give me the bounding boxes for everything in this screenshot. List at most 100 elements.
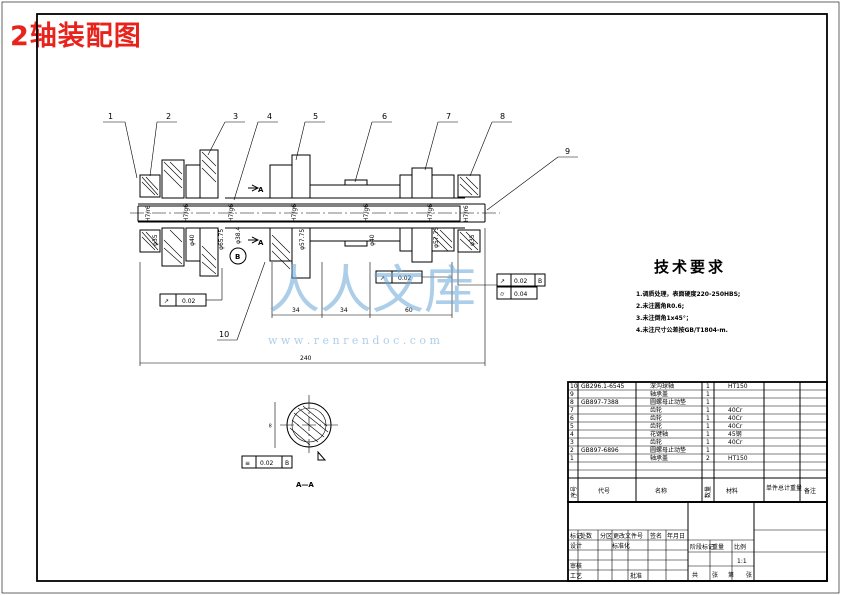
watermark-logo: 人人文库	[268, 261, 476, 321]
gear-5-top	[291, 154, 311, 199]
bom-cell-no: 8	[570, 399, 574, 406]
fit-6: H7/g6	[427, 204, 434, 222]
shaft-ends	[137, 205, 461, 222]
tech-item-2: 2.未注圆角R0.6;	[636, 302, 684, 310]
svg-text:∞: ∞	[267, 423, 274, 428]
bom-cell-code: GB897-7388	[581, 399, 619, 406]
view-b-label: B	[235, 253, 240, 261]
tb-mark: 标记	[570, 532, 582, 540]
bom-hdr-mat: 材料	[726, 487, 738, 495]
bom-cell-name: 花键轴	[650, 430, 668, 438]
gear-7-bot	[411, 227, 433, 263]
dia-1: φ35	[152, 234, 159, 246]
bom-cell-qty: 2	[706, 455, 710, 462]
dia-6: φ57.75	[433, 227, 440, 248]
bom-cell-no: 5	[570, 423, 574, 430]
tb-design: 设计	[570, 542, 582, 550]
spacer-bot	[309, 227, 401, 242]
bom-cell-mat: 40Cr	[728, 439, 743, 446]
tb-review: 审核	[570, 562, 582, 570]
bearing-cover-right-top	[457, 174, 481, 198]
bom-hdr-code: 代号	[598, 487, 610, 495]
fit-4: H7/g6	[291, 204, 298, 222]
section-marker-top: A	[258, 186, 264, 194]
fit-7: H7/r6	[463, 205, 470, 222]
dia-3: φ38.4	[235, 227, 242, 245]
nut-top	[161, 159, 185, 199]
gtol-r2-val: 0.04	[514, 291, 528, 298]
gtol-r1-val: 0.02	[514, 278, 528, 285]
bom-cell-name: 轴承盖	[650, 390, 668, 398]
gtol-r2-sym: ⌭	[500, 291, 505, 298]
tb-sign: 签名	[650, 532, 662, 540]
title-block-text: 标记 处数 分区 更改文件号 签名 年月日 设计 标准化 审核 工艺 批准 阶段…	[570, 532, 752, 580]
balloon-6: 6	[382, 112, 387, 121]
diameter-labels: φ35 φ40 φ65.75 φ38.4 φ57.75 φ40 φ57.75 φ…	[152, 227, 476, 251]
bom-cell-name: 齿轮	[650, 406, 662, 414]
bom-cell-mat: 40Cr	[728, 423, 743, 430]
balloon-leaders	[103, 121, 578, 341]
bom-cell-name: 深沟球轴	[650, 382, 674, 390]
bom-cell-name: 齿轮	[650, 438, 662, 446]
bom-cell-mat: 40Cr	[728, 415, 743, 422]
balloon-8: 8	[500, 112, 505, 121]
bom-cell-qty: 1	[706, 391, 710, 398]
gear-3-top	[199, 149, 219, 199]
bom-hdr-name: 名称	[655, 487, 667, 495]
dim-240: 240	[300, 355, 312, 362]
tb-count: 处数	[580, 532, 592, 540]
gear-7-top	[411, 167, 433, 199]
bom-cell-no: 9	[570, 391, 574, 398]
view-b-marker	[229, 247, 247, 265]
tb-process: 工艺	[570, 572, 582, 580]
bom-cell-qty: 1	[706, 415, 710, 422]
tb-scale: 1:1	[737, 558, 747, 565]
balloon-9: 9	[565, 147, 570, 156]
bom-cell-qty: 1	[706, 399, 710, 406]
tech-requirements: 技术要求 1.调质处理，表面硬度220-250HBS; 2.未注圆角R0.6; …	[636, 258, 740, 334]
bom-cell-no: 7	[570, 407, 574, 414]
bom-cell-code: GB296.1-6545	[581, 383, 625, 390]
bom-cell-qty: 1	[706, 447, 710, 454]
inner-border	[36, 13, 828, 582]
bom-cell-qty: 1	[706, 431, 710, 438]
bom-cell-mat: 40Cr	[728, 407, 743, 414]
bom-cell-name: 圆螺母止动垫	[650, 446, 686, 454]
gtol-sec-ref: B	[285, 460, 289, 467]
bom-cell-no: 1	[570, 455, 574, 462]
dim-60: 60	[405, 307, 413, 314]
gtol-sec-sym: ≡	[245, 460, 250, 467]
tb-weight: 重量	[712, 543, 724, 551]
bom-cell-name: 齿轮	[650, 414, 662, 422]
bom-cell-no: 10	[570, 383, 578, 390]
balloon-5: 5	[313, 112, 318, 121]
bom-cell-no: 6	[570, 415, 574, 422]
bom-hdr-no: 序号	[570, 486, 578, 498]
bom-header: 序号 代号 名称 数量 材料 单件总计重量 备注	[570, 484, 816, 498]
page-title: 2轴装配图	[10, 21, 142, 52]
fit-3: H7/g6	[228, 204, 235, 222]
gtol-r1-ref: B	[538, 278, 542, 285]
gtol-r1-sym: ↗	[500, 278, 505, 285]
tb-approve: 批准	[630, 572, 642, 580]
dia-2: φ40	[189, 234, 196, 246]
shaft-assembly	[130, 149, 500, 279]
balloon-7: 7	[446, 112, 451, 121]
balloon-2: 2	[166, 112, 171, 121]
tech-heading: 技术要求	[654, 258, 726, 276]
dia-4: φ57.75	[299, 229, 306, 250]
dimensions: 34 34 60 240	[139, 228, 486, 366]
watermark-url: w w w . r e n r e n d o c . c o m	[268, 334, 440, 347]
balloon-numbers: 1 2 3 4 5 6 7 8 9 10	[108, 112, 570, 339]
bom-cell-name: 圆螺母止动垫	[650, 398, 686, 406]
dia-7: φ35	[469, 234, 476, 246]
tb-sheet-4: 张	[746, 571, 752, 579]
bom-cell-mat: 45钢	[728, 430, 742, 438]
spacer-top	[309, 184, 401, 199]
fit-labels: H7/r6 H7/g6 H7/g6 H7/g6 H7/g6 H7/g6 H7/r…	[145, 204, 470, 222]
gear-5-bot	[291, 227, 311, 279]
gtol-mid-sym: ↗	[380, 275, 385, 282]
dim-34-a: 34	[292, 307, 300, 314]
